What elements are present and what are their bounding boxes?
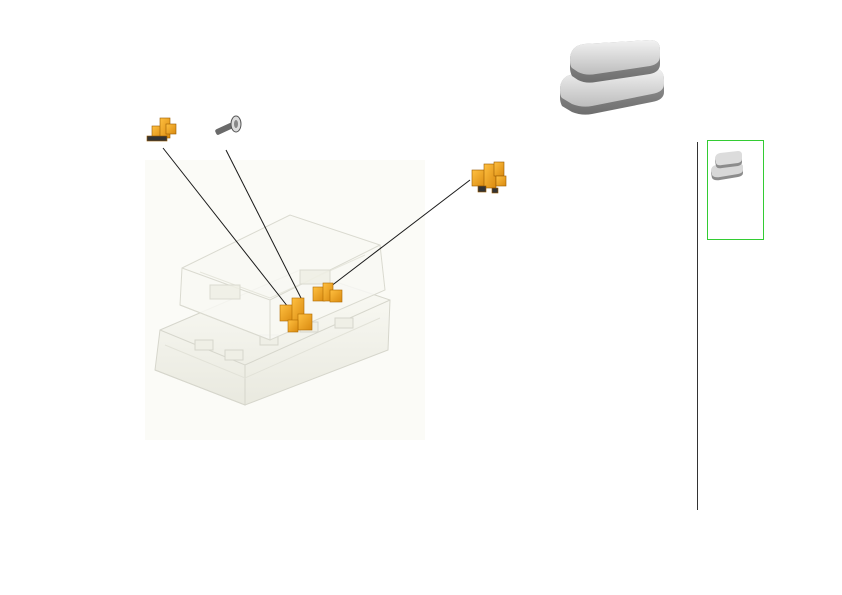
installed-clip-front [279,297,313,333]
installed-clip-back [312,282,343,303]
view-thumbnail[interactable] [707,140,764,240]
leader-line-left-clip [162,147,293,313]
clip-part-left [146,117,177,142]
leader-lines [162,147,471,313]
panel-divider [697,142,698,510]
leader-line-screw [225,149,303,301]
screw-part [215,115,242,135]
stacked-slab-icon [552,18,680,136]
stacked-slab-thumbnail-icon [711,151,743,181]
clip-part-right [471,161,507,194]
housing-shell [179,214,386,341]
leader-line-right-clip [321,179,471,294]
